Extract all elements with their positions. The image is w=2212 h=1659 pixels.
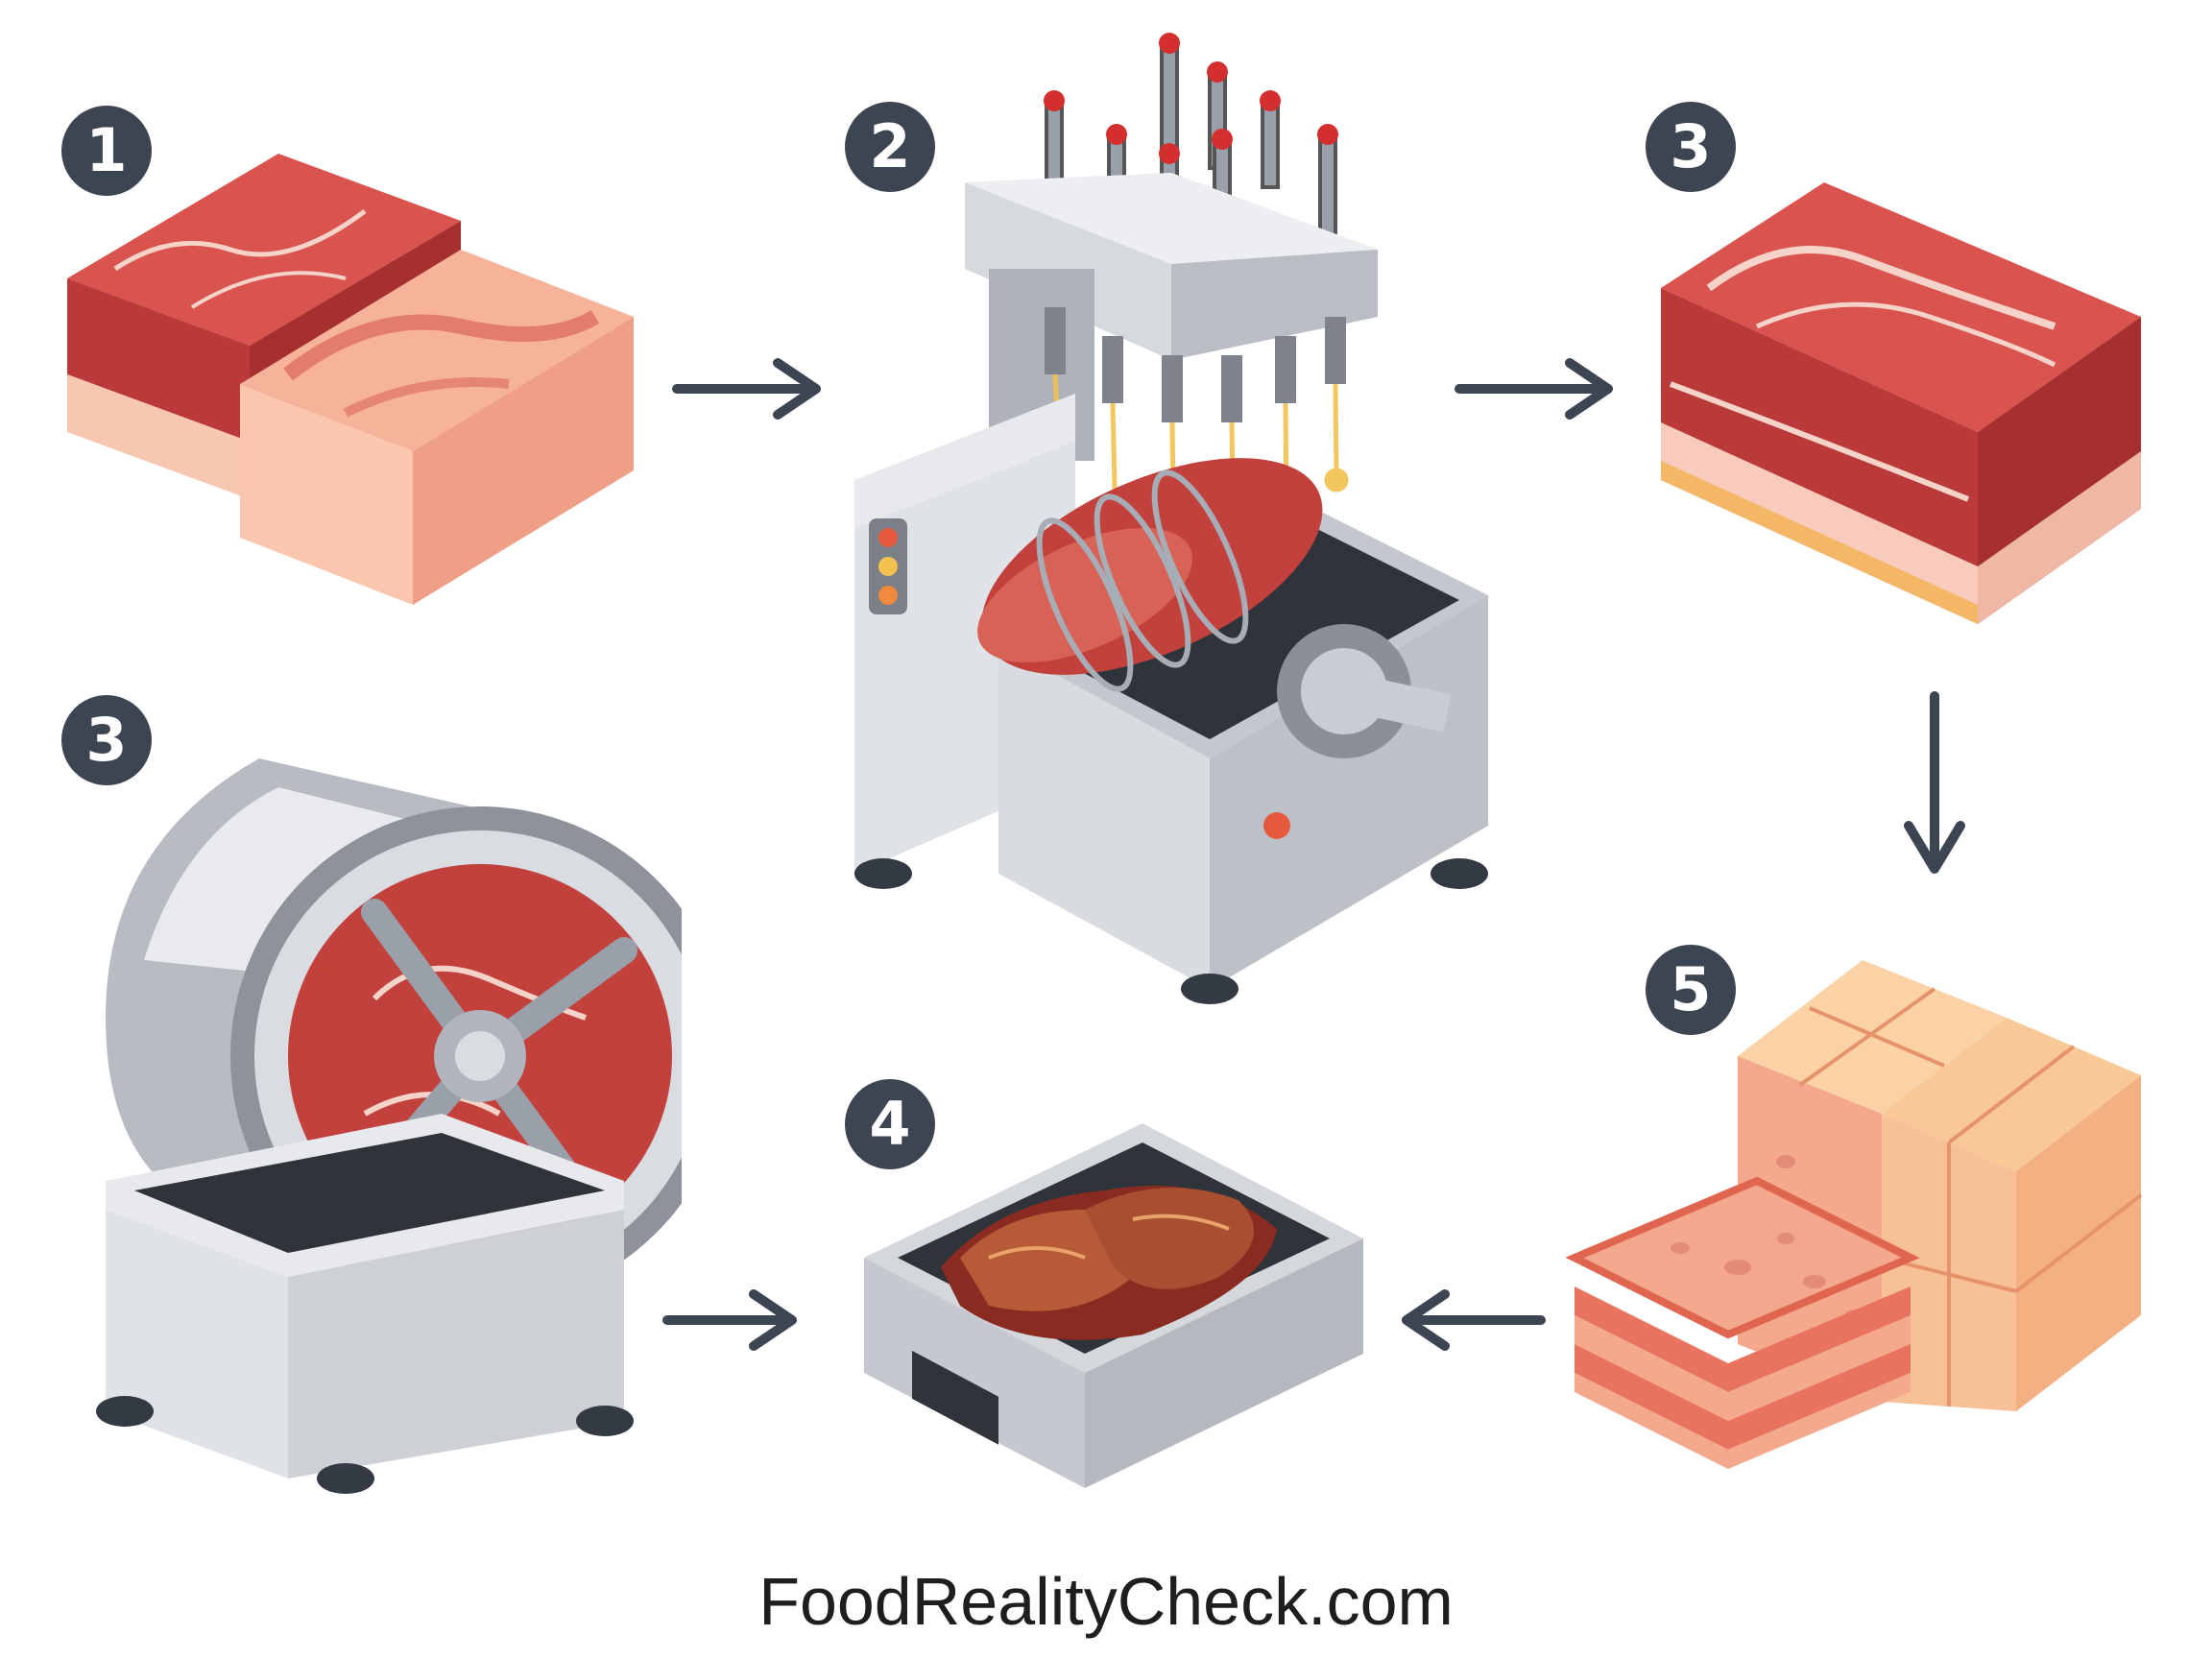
arrow-right-icon bbox=[1455, 358, 1613, 420]
step-badge-2: 2 bbox=[845, 102, 935, 192]
cooking-tray-icon bbox=[864, 1123, 1363, 1488]
raw-meat-blocks-icon bbox=[67, 154, 634, 605]
injected-meat-slab-icon bbox=[1661, 182, 2141, 624]
arrow-left-icon bbox=[1402, 1289, 1546, 1351]
arrow-right-icon bbox=[662, 1289, 797, 1351]
pressed-loaf-slices-icon bbox=[1565, 960, 2143, 1469]
arrow-down-icon bbox=[1904, 691, 1965, 874]
arrow-right-icon bbox=[672, 358, 821, 420]
step-badge-3a: 3 bbox=[1646, 102, 1736, 192]
step-badge-4: 4 bbox=[845, 1079, 935, 1169]
step-badge-1: 1 bbox=[61, 106, 152, 196]
footer-website: FoodRealityCheck.com bbox=[758, 1564, 1454, 1639]
step-badge-3b: 3 bbox=[61, 695, 152, 785]
brine-injector-machine-icon bbox=[854, 33, 1488, 1004]
step-badge-5: 5 bbox=[1646, 945, 1736, 1035]
vacuum-tumbler-icon bbox=[96, 758, 682, 1494]
